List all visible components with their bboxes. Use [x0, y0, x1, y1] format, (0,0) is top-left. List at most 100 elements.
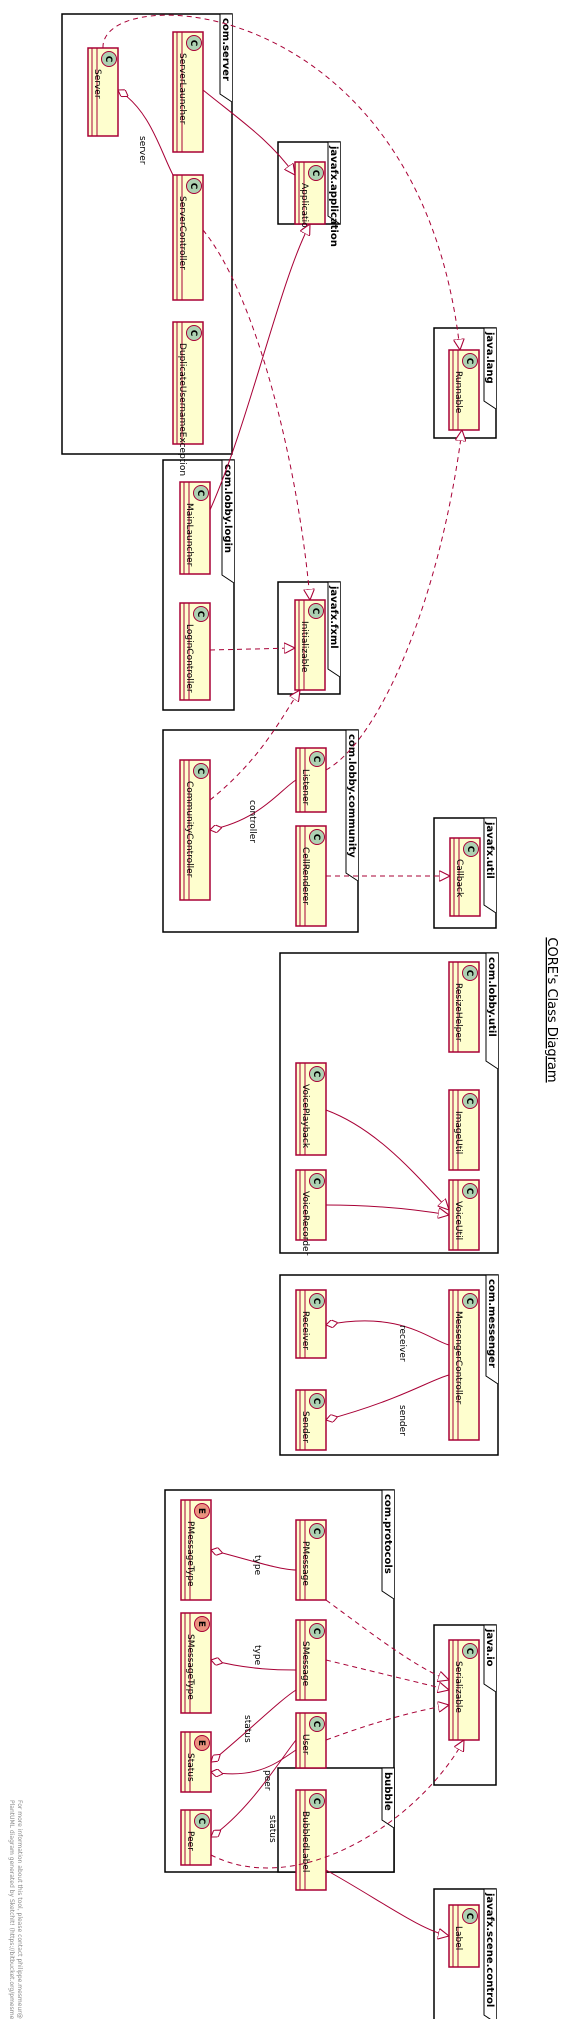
relation-label-status: status — [267, 1815, 277, 1843]
class-badge-icon — [309, 829, 325, 845]
package-label: com.lobby.util — [486, 957, 497, 1037]
class-badge-icon — [193, 485, 209, 501]
svg-text:E: E — [196, 1508, 206, 1514]
extends-application-main — [209, 224, 310, 511]
association-controller — [210, 779, 297, 830]
uses-voiceutil-recorder — [325, 1204, 449, 1215]
class-name: MainLauncher — [184, 503, 194, 567]
svg-text:C: C — [311, 1178, 321, 1185]
class-badge-icon — [462, 1183, 478, 1199]
relation-label-receiver: receiver — [397, 1325, 407, 1362]
class-badge-icon — [309, 1173, 325, 1189]
extends-application — [202, 89, 295, 175]
class-name: User — [300, 1734, 310, 1755]
class-name: SMessageType — [185, 1634, 195, 1700]
svg-text:C: C — [310, 608, 320, 615]
svg-text:C: C — [464, 1098, 474, 1105]
svg-text:C: C — [188, 330, 198, 337]
class-name: VoiceUtil — [453, 1201, 463, 1240]
association-status-smessage — [211, 1689, 297, 1762]
class-name: DuplicateUsernameException — [177, 343, 187, 476]
svg-text:C: C — [311, 1721, 321, 1728]
class-badge-icon — [309, 751, 325, 767]
svg-text:E: E — [196, 1740, 206, 1746]
class-name: ServerController — [177, 196, 187, 270]
class-badge-icon — [462, 1908, 478, 1924]
class-badge-icon — [186, 178, 202, 194]
class-name: Server — [92, 69, 102, 99]
footer-line: PlantUML diagram generated by SketchIt! … — [8, 1800, 15, 2019]
relation-label-type: type — [252, 1645, 262, 1666]
svg-text:C: C — [311, 1298, 321, 1305]
class-name: ImageUtil — [453, 1111, 463, 1154]
class-badge-icon — [309, 1293, 325, 1309]
class-badge-icon — [193, 606, 209, 622]
association-status-user — [211, 1749, 297, 1774]
package-label: com.lobby.community — [346, 734, 357, 858]
svg-text:C: C — [310, 170, 320, 177]
svg-text:C: C — [103, 56, 113, 63]
svg-text:C: C — [464, 1913, 474, 1920]
svg-text:C: C — [311, 1071, 321, 1078]
enum-badge-icon — [194, 1503, 210, 1519]
svg-text:C: C — [464, 358, 474, 365]
class-badge-icon — [186, 325, 202, 341]
package-label: java.lang — [484, 331, 495, 384]
class-name: Application — [299, 183, 309, 233]
class-badge-icon — [309, 1393, 325, 1409]
class-name: Receiver — [300, 1311, 310, 1350]
class-badge-icon — [186, 35, 202, 51]
association-pmessagetype — [211, 1550, 297, 1571]
package-label: javafx.fxml — [328, 585, 339, 649]
class-name: PMessage — [300, 1541, 310, 1586]
svg-text:C: C — [195, 611, 205, 618]
package-label: com.lobby.login — [222, 464, 233, 553]
relation-label-peer: peer — [262, 1770, 272, 1791]
association-receiver — [326, 1321, 450, 1346]
extends-label — [325, 1869, 449, 1936]
class-name: ResizeHelper — [453, 983, 463, 1042]
class-name: LoginController — [184, 624, 194, 693]
class-badge-icon — [308, 603, 324, 619]
implements-serializable-smessage — [325, 1659, 449, 1690]
class-badge-icon — [462, 353, 478, 369]
class-badge-icon — [309, 1523, 325, 1539]
class-badge-icon — [463, 841, 479, 857]
class-badge-icon — [101, 51, 117, 67]
class-badge-icon — [462, 1643, 478, 1659]
class-name: CellRenderer — [300, 847, 310, 905]
class-badge-icon — [193, 763, 209, 779]
class-badge-icon — [462, 965, 478, 981]
package-label: javafx.application — [328, 145, 339, 247]
class-name: Listener — [300, 769, 310, 806]
svg-text:C: C — [311, 1628, 321, 1635]
association-server — [118, 90, 174, 176]
svg-text:C: C — [311, 834, 321, 841]
association-smessagetype — [211, 1660, 297, 1671]
relation-label-sender: sender — [397, 1405, 407, 1436]
implements-serializable-pmessage — [325, 1599, 449, 1680]
package-label: bubble — [382, 1772, 393, 1811]
relation-label-type: type — [252, 1555, 262, 1576]
class-name: Peer — [185, 1831, 195, 1851]
svg-text:C: C — [465, 846, 475, 853]
svg-text:C: C — [464, 970, 474, 977]
